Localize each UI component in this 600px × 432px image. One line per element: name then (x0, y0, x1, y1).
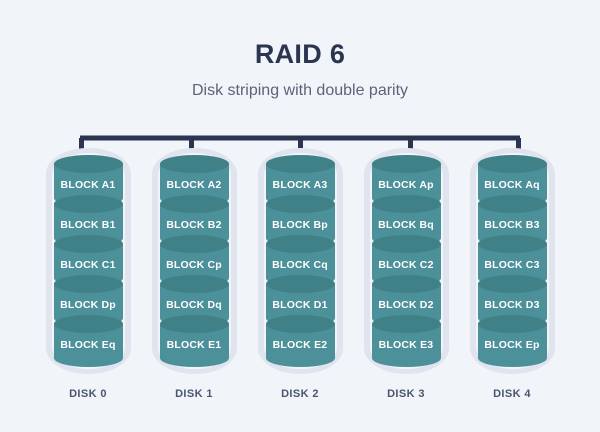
cylinder-top (53, 155, 123, 173)
block-label: BLOCK A3 (272, 178, 328, 191)
cylinder-top (159, 235, 229, 253)
block-label: BLOCK C3 (484, 258, 540, 271)
disk-label: DISK 2 (281, 388, 319, 400)
block-label: BLOCK Dp (60, 298, 116, 311)
block-label: BLOCK Bq (378, 218, 434, 231)
cylinder-top (53, 195, 123, 213)
block-label: BLOCK Aq (484, 178, 540, 191)
disk-column-0[interactable]: BLOCK A1 BLOCK B1 BLOCK C1 BLOCK Dp BLOC… (45, 148, 131, 400)
cylinder-top (265, 195, 335, 213)
cylinder-top (265, 315, 335, 333)
cylinder-top (371, 235, 441, 253)
page-subtitle: Disk striping with double parity (191, 81, 409, 99)
disk-column-1[interactable]: BLOCK A2 BLOCK B2 BLOCK Cp BLOCK Dq BLOC… (151, 148, 237, 400)
block-label: BLOCK E2 (272, 338, 328, 351)
block-label: BLOCK E3 (378, 338, 434, 351)
diagram-header: RAID 6 Disk striping with double parity (0, 0, 600, 99)
block-label: BLOCK D1 (272, 298, 328, 311)
disk-block[interactable]: BLOCK E3 (371, 315, 441, 367)
block-stack: BLOCK A2 BLOCK B2 BLOCK Cp BLOCK Dq BLOC… (159, 155, 229, 367)
disk-block[interactable]: BLOCK Dp (53, 275, 123, 327)
block-label: BLOCK Ep (484, 338, 540, 351)
cylinder-top (53, 235, 123, 253)
block-stack: BLOCK A3 BLOCK Bp BLOCK Cq BLOCK D1 BLOC… (265, 155, 335, 367)
cylinder-top (265, 155, 335, 173)
block-label: BLOCK Bp (272, 218, 328, 231)
block-label: BLOCK B3 (484, 218, 540, 231)
block-label: BLOCK A2 (166, 178, 222, 191)
disk-block[interactable]: BLOCK E2 (265, 315, 335, 367)
block-stack: BLOCK Ap BLOCK Bq BLOCK C2 BLOCK D2 BLOC… (371, 155, 441, 367)
disk-label: DISK 3 (387, 388, 425, 400)
cylinder-top (159, 275, 229, 293)
cylinder-top (159, 195, 229, 213)
disk-label: DISK 4 (493, 388, 531, 400)
block-label: BLOCK E1 (166, 338, 222, 351)
cylinder-top (371, 155, 441, 173)
block-label: BLOCK D2 (378, 298, 434, 311)
cylinder-top (477, 275, 547, 293)
block-label: BLOCK B2 (166, 218, 222, 231)
cylinder-top (159, 315, 229, 333)
disk-column-4[interactable]: BLOCK Aq BLOCK B3 BLOCK C3 BLOCK D3 BLOC… (469, 148, 555, 400)
disk-shell: BLOCK A3 BLOCK Bp BLOCK Cq BLOCK D1 BLOC… (257, 148, 343, 374)
disk-shell: BLOCK Aq BLOCK B3 BLOCK C3 BLOCK D3 BLOC… (469, 148, 555, 374)
cylinder-top (477, 235, 547, 253)
block-label: BLOCK A1 (60, 178, 116, 191)
block-label: BLOCK C2 (378, 258, 434, 271)
block-label: BLOCK C1 (60, 258, 116, 271)
block-label: BLOCK Eq (60, 338, 116, 351)
disk-block[interactable]: BLOCK Eq (53, 315, 123, 367)
disk-block[interactable]: BLOCK Bp (265, 195, 335, 247)
disk-shell: BLOCK A2 BLOCK B2 BLOCK Cp BLOCK Dq BLOC… (151, 148, 237, 374)
cylinder-top (371, 275, 441, 293)
cylinder-top (477, 195, 547, 213)
cylinder-top (477, 155, 547, 173)
block-label: BLOCK Cp (166, 258, 222, 271)
cylinder-top (53, 315, 123, 333)
cylinder-top (265, 235, 335, 253)
cylinder-top (159, 155, 229, 173)
block-label: BLOCK D3 (484, 298, 540, 311)
block-label: BLOCK Cq (272, 258, 328, 271)
cylinder-top (477, 315, 547, 333)
disk-label: DISK 0 (69, 388, 107, 400)
page-title: RAID 6 (254, 39, 346, 69)
block-label: BLOCK Ap (378, 178, 434, 191)
disk-array: BLOCK A1 BLOCK B1 BLOCK C1 BLOCK Dp BLOC… (0, 148, 600, 400)
block-stack: BLOCK A1 BLOCK B1 BLOCK C1 BLOCK Dp BLOC… (53, 155, 123, 367)
disk-column-2[interactable]: BLOCK A3 BLOCK Bp BLOCK Cq BLOCK D1 BLOC… (257, 148, 343, 400)
disk-block[interactable]: BLOCK B3 (477, 195, 547, 247)
block-label: BLOCK B1 (60, 218, 116, 231)
block-label: BLOCK Dq (166, 298, 222, 311)
block-stack: BLOCK Aq BLOCK B3 BLOCK C3 BLOCK D3 BLOC… (477, 155, 547, 367)
disk-label: DISK 1 (175, 388, 213, 400)
disk-shell: BLOCK Ap BLOCK Bq BLOCK C2 BLOCK D2 BLOC… (363, 148, 449, 374)
disk-block[interactable]: BLOCK Ep (477, 315, 547, 367)
cylinder-top (265, 275, 335, 293)
cylinder-top (53, 275, 123, 293)
disk-column-3[interactable]: BLOCK Ap BLOCK Bq BLOCK C2 BLOCK D2 BLOC… (363, 148, 449, 400)
disk-block[interactable]: BLOCK Cp (159, 235, 229, 287)
cylinder-top (371, 315, 441, 333)
cylinder-top (371, 195, 441, 213)
disk-shell: BLOCK A1 BLOCK B1 BLOCK C1 BLOCK Dp BLOC… (45, 148, 131, 374)
disk-block[interactable]: BLOCK E1 (159, 315, 229, 367)
